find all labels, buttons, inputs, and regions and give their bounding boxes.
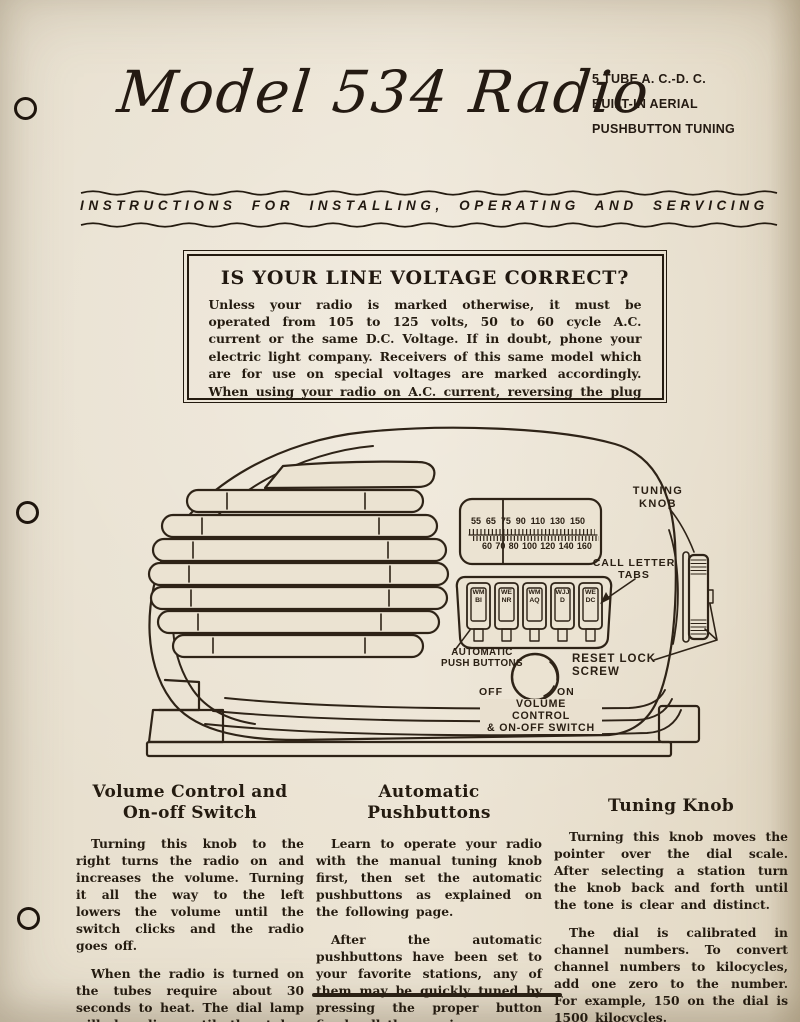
heading-line: Automatic bbox=[378, 782, 480, 802]
tuning-knob-label: TUNING KNOB bbox=[618, 485, 698, 510]
voltage-box-body: Unless your radio is marked otherwise, i… bbox=[208, 296, 642, 399]
heading-line: On-off Switch bbox=[123, 803, 257, 823]
wavy-rule-top bbox=[80, 190, 778, 196]
section-heading: Tuning Knob bbox=[607, 796, 735, 816]
dial-number: 140 bbox=[558, 541, 574, 551]
label-line: VOLUME bbox=[515, 698, 567, 710]
page-bottom-rule bbox=[312, 993, 562, 997]
call-letter-tab: WMAQ bbox=[528, 589, 541, 605]
dial-number: 65 bbox=[485, 516, 496, 526]
call-letter-tab: WENR bbox=[501, 589, 512, 605]
label-line: SCREW bbox=[572, 665, 620, 678]
dial-number: 60 bbox=[482, 541, 493, 551]
reset-lock-screw-label: RESET LOCK SCREW bbox=[572, 653, 668, 678]
page-title: Model 534 Radio bbox=[114, 58, 654, 126]
section-paragraph: The dial is calibrated in channel number… bbox=[554, 925, 788, 1022]
volume-control-label: VOLUME CONTROL & ON-OFF SWITCH bbox=[480, 698, 602, 735]
label-line: RESET LOCK bbox=[572, 653, 657, 665]
call-letter-tab: WJJD bbox=[555, 589, 570, 605]
voltage-box-title: IS YOUR LINE VOLTAGE CORRECT? bbox=[220, 266, 630, 289]
heading-line: Pushbuttons bbox=[367, 803, 491, 823]
off-label: OFF bbox=[479, 686, 503, 698]
dial-number: 70 bbox=[495, 541, 506, 551]
label-line: TABS bbox=[618, 568, 650, 581]
dial-number: 120 bbox=[540, 541, 556, 551]
heading-line: Volume Control and bbox=[92, 782, 288, 802]
label-line: CALL LETTER bbox=[592, 557, 676, 569]
arrowhead-icon bbox=[600, 592, 610, 604]
section-tuning-knob: Tuning Knob Turning this knob moves the … bbox=[554, 796, 788, 1022]
section-paragraph: Learn to operate your radio with the man… bbox=[316, 836, 542, 919]
line-voltage-box-inner: IS YOUR LINE VOLTAGE CORRECT? Unless you… bbox=[186, 253, 664, 400]
call-letter-tabs-label: CALL LETTER TABS bbox=[585, 557, 683, 581]
feature-item: PUSHBUTTON TUNING bbox=[592, 122, 736, 136]
dial-number: 110 bbox=[530, 516, 546, 526]
dial-number: 160 bbox=[576, 541, 592, 551]
label-line: CONTROL bbox=[512, 709, 570, 722]
call-letter-tab: WEDC bbox=[585, 589, 596, 605]
dial-number: 150 bbox=[569, 516, 585, 526]
binder-hole bbox=[16, 501, 39, 524]
section-paragraph: Turning this knob moves the pointer over… bbox=[554, 829, 788, 912]
binder-hole bbox=[17, 907, 40, 930]
section-paragraph: Turning this knob to the right turns the… bbox=[76, 836, 304, 953]
radio-line-art bbox=[145, 426, 718, 758]
feature-list: 5 TUBE A. C.-D. C. BUILT-IN AERIAL PUSHB… bbox=[592, 72, 735, 147]
dial-number: 130 bbox=[550, 516, 566, 526]
feature-item: BUILT-IN AERIAL bbox=[592, 97, 698, 111]
banner-heading: INSTRUCTIONS FOR INSTALLING, OPERATING A… bbox=[80, 198, 769, 213]
feature-item: 5 TUBE A. C.-D. C. bbox=[592, 72, 706, 86]
binder-hole bbox=[14, 97, 37, 120]
wavy-rule-bottom bbox=[80, 222, 778, 228]
dial-number: 80 bbox=[508, 541, 519, 551]
automatic-push-buttons-label: AUTOMATIC PUSH BUTTONS bbox=[437, 647, 527, 669]
label-line: KNOB bbox=[639, 497, 677, 510]
label-line: PUSH BUTTONS bbox=[441, 657, 523, 669]
dial-number: 75 bbox=[500, 516, 511, 526]
dial-number: 90 bbox=[515, 516, 526, 526]
section-paragraph: When the radio is turned on the tubes re… bbox=[76, 966, 304, 1022]
call-letter-tab: WMBI bbox=[472, 589, 485, 605]
dial-number: 100 bbox=[521, 541, 537, 551]
line-voltage-box: IS YOUR LINE VOLTAGE CORRECT? Unless you… bbox=[183, 250, 667, 403]
label-line: TUNING bbox=[632, 485, 684, 497]
on-label: ON bbox=[557, 686, 575, 698]
dial-number: 55 bbox=[471, 516, 482, 526]
section-paragraph: After the automatic pushbuttons have bee… bbox=[316, 932, 542, 1022]
label-line: & ON-OFF SWITCH bbox=[487, 721, 595, 734]
label-line: AUTOMATIC bbox=[451, 647, 513, 658]
